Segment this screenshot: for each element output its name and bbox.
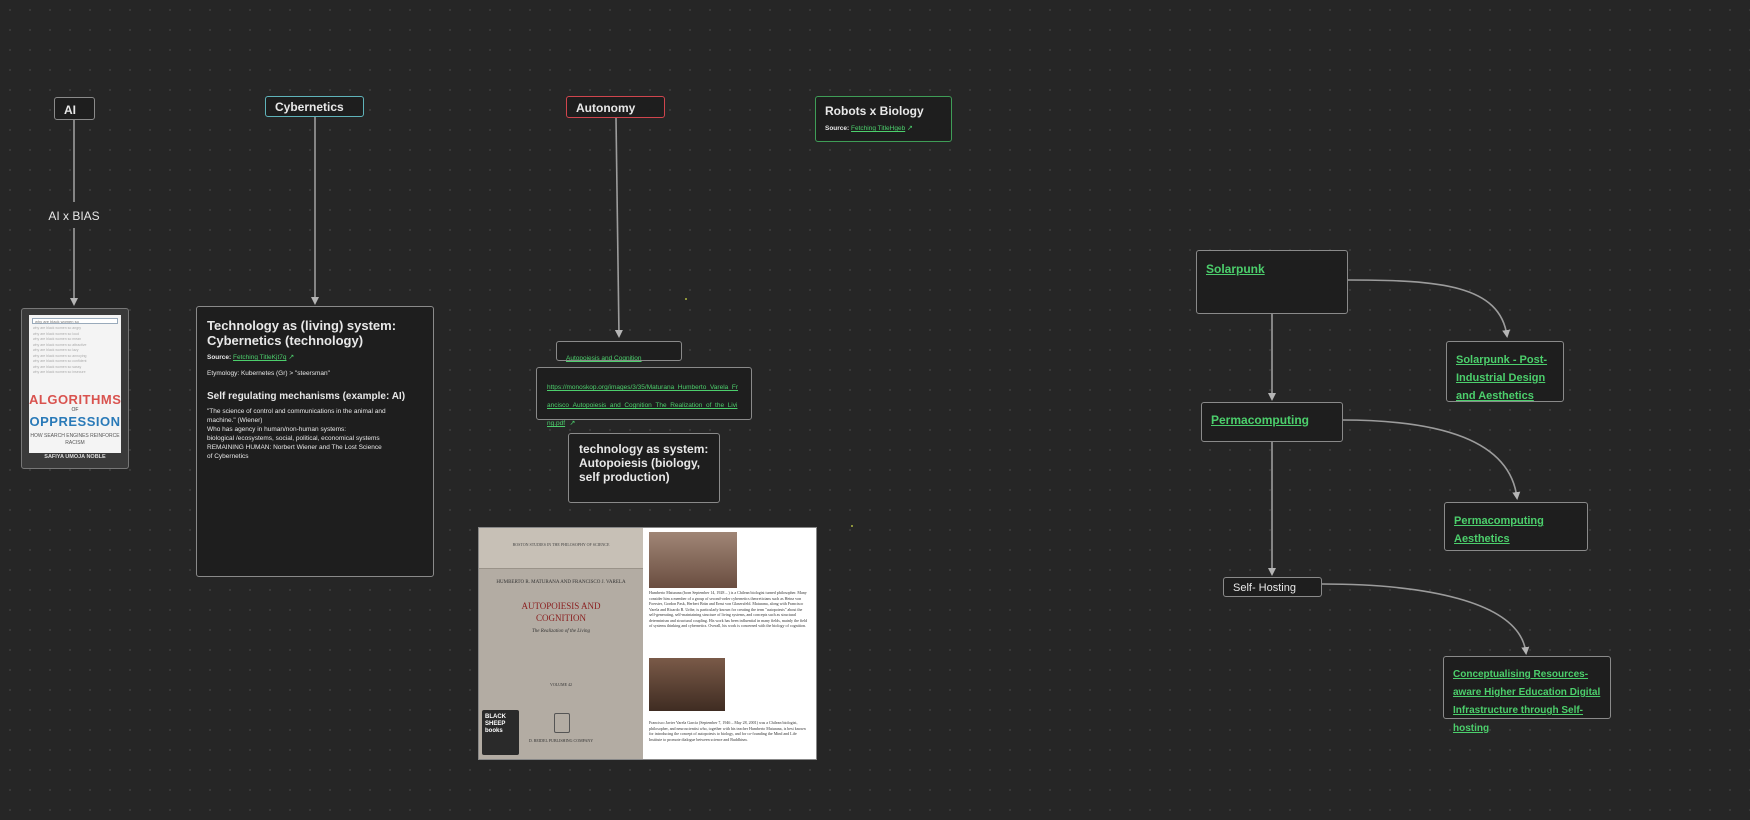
book-suggestion: why are black women so mean bbox=[33, 337, 82, 341]
cover-publisher: D. REIDEL PUBLISHING COMPANY bbox=[528, 738, 594, 743]
edge-autonomy-to-autopoiesis bbox=[614, 117, 623, 338]
cover-series: BOSTON STUDIES IN THE PHILOSOPHY OF SCIE… bbox=[512, 542, 610, 547]
solarpunk-link[interactable]: Solarpunk bbox=[1206, 262, 1265, 276]
node-cybernetics[interactable]: Cybernetics bbox=[265, 96, 364, 117]
edge-permacomputing-to-aesthetics bbox=[1341, 419, 1521, 500]
card-source-link[interactable]: Fetching TitleKjt7q bbox=[233, 354, 287, 361]
node-robots-x-biology[interactable]: Robots x Biology Source: Fetching TitleH… bbox=[815, 96, 952, 142]
external-link-icon: ↗ bbox=[288, 354, 295, 361]
card-line: biological /ecosystems, social, politica… bbox=[207, 435, 380, 442]
book-page: why are black women so why are black wom… bbox=[29, 315, 121, 453]
node-autopoiesis-and-cognition[interactable]: Autopoiesis and Cognition bbox=[556, 341, 682, 362]
card-etymology: Etymology: Kubernetes (Gr) > "steersman" bbox=[207, 370, 330, 377]
card-source-label: Source: bbox=[207, 354, 232, 361]
node-solarpunk[interactable]: Solarpunk bbox=[1196, 250, 1348, 314]
autopoiesis-link[interactable]: Autopoiesis and Cognition bbox=[566, 355, 642, 362]
external-link-icon: ↗ bbox=[569, 420, 576, 427]
node-self-hosting[interactable]: Self- Hosting bbox=[1223, 577, 1322, 597]
node-technology-cybernetics[interactable]: Technology as (living) system: Cyberneti… bbox=[196, 306, 434, 577]
autopoiesis-card-title: technology as system: Autopoiesis (biolo… bbox=[579, 442, 709, 484]
solarpunk-post-link[interactable]: Solarpunk - Post-Industrial Design and A… bbox=[1456, 354, 1548, 402]
node-permacomputing-aesthetics[interactable]: Permacomputing Aesthetics bbox=[1444, 502, 1588, 551]
robots-title: Robots x Biology bbox=[825, 104, 924, 118]
autopoiesis-book-image[interactable]: BOSTON STUDIES IN THE PHILOSOPHY OF SCIE… bbox=[478, 527, 817, 760]
cover-subtitle: The Realization of the Living bbox=[531, 629, 591, 634]
varela-bio: Francisco Javier Varela García (Septembe… bbox=[649, 720, 806, 742]
cover-title: AUTOPOIESIS AND COGNITION bbox=[521, 601, 601, 623]
book-title-bottom: OPPRESSION bbox=[29, 414, 121, 429]
maturana-photo bbox=[649, 532, 737, 588]
book-search-box: why are black women so bbox=[32, 318, 118, 324]
book-author: SAFIYA UMOJA NOBLE bbox=[44, 454, 106, 460]
book-suggestion: why are black women so angry bbox=[33, 326, 82, 330]
autopoiesis-url-link[interactable]: https://monoskop.org/images/3/35/Maturan… bbox=[547, 384, 739, 427]
node-conceptualising-resources[interactable]: Conceptualising Resources-aware Higher E… bbox=[1443, 656, 1611, 734]
node-ai[interactable]: AI bbox=[54, 97, 95, 120]
cover-top-band bbox=[479, 528, 643, 569]
permacomputing-link[interactable]: Permacomputing bbox=[1211, 413, 1310, 427]
card-line: REMAINING HUMAN: Norbert Wiener and The … bbox=[207, 444, 382, 460]
node-ai-x-bias[interactable]: AI x BIAS bbox=[44, 206, 104, 226]
card-line: "The science of control and communicatio… bbox=[207, 408, 386, 424]
book-title-of: OF bbox=[71, 407, 79, 413]
node-technology-autopoiesis[interactable]: technology as system: Autopoiesis (biolo… bbox=[568, 433, 720, 503]
book-title-top: ALGORITHMS bbox=[29, 392, 122, 407]
node-autonomy[interactable]: Autonomy bbox=[566, 96, 665, 118]
card-title: Technology as (living) system: Cyberneti… bbox=[207, 318, 397, 348]
book-suggestion: why are black women so confident bbox=[33, 359, 87, 363]
conceptualising-link[interactable]: Conceptualising Resources-aware Higher E… bbox=[1453, 669, 1601, 734]
node-permacomputing[interactable]: Permacomputing bbox=[1201, 402, 1343, 442]
varela-photo bbox=[649, 658, 725, 711]
book-subtitle: HOW SEARCH ENGINES REINFORCE RACISM bbox=[30, 433, 120, 446]
book-suggestion: why are black women so insecure bbox=[33, 370, 86, 374]
cover-authors: HUMBERTO R. MATURANA AND FRANCISCO J. VA… bbox=[496, 580, 626, 585]
maturana-bio: Humberto Maturana (born September 14, 19… bbox=[649, 590, 808, 628]
card-heading: Self regulating mechanisms (example: AI) bbox=[207, 391, 406, 402]
node-autopoiesis-url[interactable]: https://monoskop.org/images/3/35/Maturan… bbox=[536, 367, 752, 427]
edge-solarpunk-to-post bbox=[1347, 279, 1511, 338]
card-line: Who has agency in human/non-human system… bbox=[207, 426, 347, 433]
permacomputing-aesthetics-link[interactable]: Permacomputing Aesthetics bbox=[1454, 515, 1544, 545]
book-suggestion: why are black women so attractive bbox=[33, 342, 87, 347]
robots-source-label: Source: bbox=[825, 125, 850, 132]
cover-volume: VOLUME 42 bbox=[549, 682, 573, 687]
book-suggestion: why are black women so sassy bbox=[33, 364, 82, 369]
robots-source-link[interactable]: Fetching TitleHgeb bbox=[851, 125, 906, 132]
node-solarpunk-post-industrial[interactable]: Solarpunk - Post-Industrial Design and A… bbox=[1446, 341, 1564, 402]
publisher-emblem-icon bbox=[554, 713, 570, 733]
algorithms-of-oppression-cover[interactable]: why are black women so why are black wom… bbox=[21, 308, 129, 469]
external-link-icon: ↗ bbox=[907, 125, 913, 132]
book-suggestion: why are black women so annoying bbox=[33, 353, 87, 358]
black-sheep-logo: BLACK SHEEP books bbox=[482, 710, 519, 755]
book-suggestion: why are black women so lazy bbox=[33, 348, 79, 352]
book-suggestion: why are black women so loud bbox=[33, 331, 79, 336]
edge-selfhosting-to-conceptualising bbox=[1321, 583, 1530, 655]
book-cover: BOSTON STUDIES IN THE PHILOSOPHY OF SCIE… bbox=[479, 528, 643, 759]
